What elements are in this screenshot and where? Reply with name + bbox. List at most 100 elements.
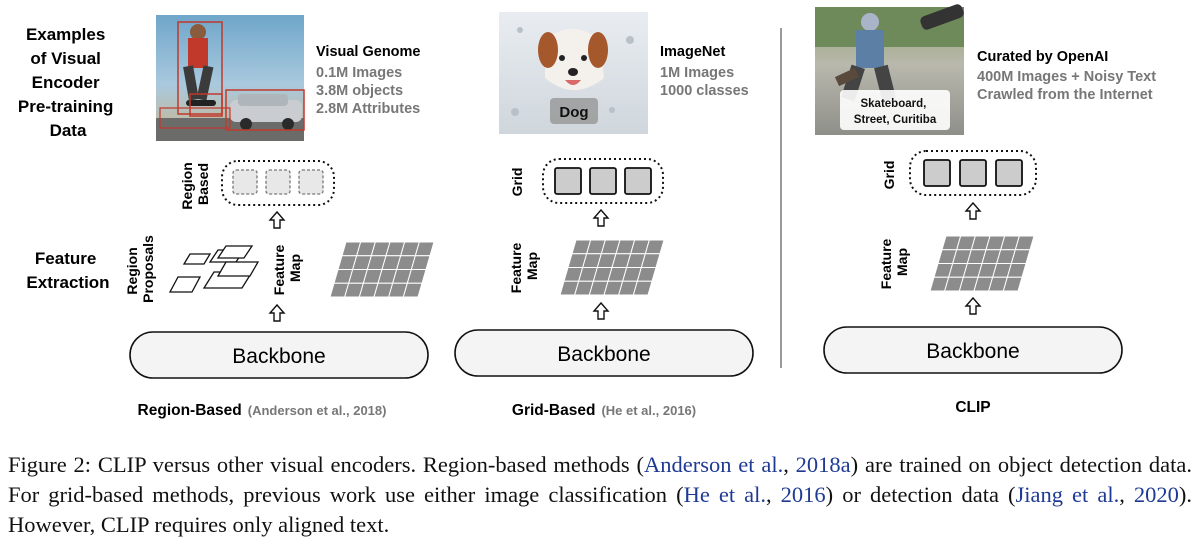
grid-dataset-title: ImageNet — [660, 44, 725, 60]
region-proposals-line: Proposals — [140, 235, 156, 303]
grid-method-cite: (He et al., 2016) — [601, 403, 696, 418]
caption-citation-link[interactable]: He et al. — [683, 482, 766, 507]
caption-text: , — [766, 482, 781, 507]
up-arrow-icon — [964, 201, 982, 220]
grid-feature-map — [559, 239, 665, 296]
feature-map-cell — [402, 282, 423, 298]
feature-extraction-line: Feature — [35, 249, 96, 268]
figure-diagram: Examples of Visual Encoder Pre-training … — [18, 4, 1160, 419]
left-heading-line: of Visual — [30, 49, 101, 68]
clip-image-tag-line: Street, Curitiba — [854, 114, 937, 126]
left-heading-line: Data — [50, 121, 87, 140]
caption-citation-link[interactable]: 2016 — [780, 482, 826, 507]
clip-image-tag-bg — [840, 90, 950, 130]
clip-column: Skateboard, Street, Curitiba Curated by … — [815, 4, 1160, 416]
grid-feature-map-line: Feature — [508, 242, 524, 293]
region-stat: 3.8M objects — [316, 83, 403, 99]
grid-stat: 1000 classes — [660, 83, 749, 99]
grid-dataset-stats: 1M Images 1000 classes — [660, 65, 749, 99]
region-feature-map-line: Map — [287, 254, 303, 282]
up-arrow-icon — [268, 210, 286, 229]
region-feature-map — [329, 241, 435, 298]
caption-text: ) or detection data ( — [825, 482, 1016, 507]
grid-feature-map-line: Map — [524, 252, 540, 280]
caption-text: Figure 2: CLIP versus other visual encod… — [8, 452, 644, 477]
region-top-label-line: Region — [179, 162, 195, 209]
clip-dataset-stats: 400M Images + Noisy Text Crawled from th… — [977, 69, 1160, 103]
caption-text: ). However, CLIP requires only aligned t… — [8, 482, 1192, 537]
region-stat: 2.8M Attributes — [316, 101, 420, 117]
figure-caption: Figure 2: CLIP versus other visual encod… — [8, 450, 1192, 540]
grid-feature-map-label: Feature Map — [508, 239, 540, 293]
left-heading-line: Encoder — [32, 73, 100, 92]
clip-dataset-title: Curated by OpenAI — [977, 49, 1108, 65]
clip-feature-map-line: Feature — [878, 238, 894, 289]
caption-text: ) are trained on object detection data. … — [8, 452, 1192, 507]
region-sample-photo — [156, 15, 305, 141]
caption-citation-link[interactable]: Jiang et al. — [1015, 482, 1120, 507]
grid-feature-cell — [589, 167, 617, 195]
grid-backbone-label: Backbone — [557, 343, 650, 366]
region-feature-cell — [298, 169, 324, 195]
clip-feature-map — [929, 235, 1035, 292]
clip-backbone-label: Backbone — [926, 340, 1019, 363]
region-dataset-stats: 0.1M Images 3.8M objects 2.8M Attributes — [316, 65, 420, 117]
grid-image-tag-bg — [550, 98, 598, 124]
grid-feature-cell — [554, 167, 582, 195]
grid-method-name: Grid-Based — [512, 402, 596, 419]
grid-backbone — [454, 329, 754, 377]
clip-feature-cell — [923, 159, 951, 187]
region-stat: 0.1M Images — [316, 65, 402, 81]
region-feature-map-label: Feature Map — [271, 241, 303, 295]
clip-stat: 400M Images + Noisy Text — [977, 69, 1156, 85]
region-top-label: Region Based — [179, 158, 211, 209]
region-proposals-label: Region Proposals — [124, 235, 156, 303]
up-arrow-icon — [592, 301, 610, 320]
region-column: Visual Genome 0.1M Images 3.8M objects 2… — [124, 15, 435, 419]
region-backbone — [129, 331, 429, 379]
region-method-cite: (Anderson et al., 2018) — [248, 403, 387, 418]
region-feature-cell — [265, 169, 291, 195]
feature-extraction-line: Extraction — [26, 273, 109, 292]
clip-feature-cell — [995, 159, 1023, 187]
region-top-label-line: Based — [195, 163, 211, 205]
caption-citation-link[interactable]: 2018a — [795, 452, 851, 477]
grid-column: Dog ImageNet 1M Images 1000 classes Grid… — [454, 12, 754, 419]
caption-citation-link[interactable]: Anderson et al. — [644, 452, 784, 477]
left-heading: Examples of Visual Encoder Pre-training … — [18, 25, 118, 140]
grid-image-tag: Dog — [559, 104, 588, 121]
caption-text: , — [1119, 482, 1134, 507]
clip-top-label: Grid — [881, 161, 897, 190]
feature-map-cell — [1002, 276, 1023, 292]
clip-feature-map-label: Feature Map — [878, 235, 910, 289]
grid-top-label: Grid — [509, 168, 525, 197]
region-backbone-label: Backbone — [232, 345, 325, 368]
region-feature-cell — [232, 169, 258, 195]
clip-stat: Crawled from the Internet — [977, 87, 1153, 103]
grid-method-label: Grid-Based (He et al., 2016) — [512, 402, 696, 419]
left-heading-line: Examples — [26, 25, 105, 44]
clip-output-box — [909, 150, 1037, 196]
region-dataset-title: Visual Genome — [316, 44, 421, 60]
clip-image-tag-line: Skateboard, — [860, 98, 926, 110]
caption-citation-link[interactable]: 2020 — [1133, 482, 1179, 507]
grid-feature-cell — [624, 167, 652, 195]
clip-sample-photo: Skateboard, Street, Curitiba — [815, 4, 964, 135]
up-arrow-icon — [592, 208, 610, 227]
clip-feature-map-line: Map — [894, 248, 910, 276]
region-feature-map-line: Feature — [271, 244, 287, 295]
clip-feature-cell — [959, 159, 987, 187]
up-arrow-icon — [268, 303, 286, 322]
grid-sample-photo: Dog — [499, 12, 648, 134]
region-output-box — [221, 160, 335, 206]
clip-image-tag: Skateboard, Street, Curitiba — [854, 98, 937, 126]
left-heading-line: Pre-training — [18, 97, 113, 116]
region-method-label: Region-Based (Anderson et al., 2018) — [138, 402, 387, 419]
region-proposal-boxes — [168, 245, 260, 293]
caption-text: , — [783, 452, 796, 477]
region-method-name: Region-Based — [138, 402, 242, 419]
region-proposals-line: Region — [124, 247, 140, 294]
clip-method-label: CLIP — [955, 399, 990, 416]
feature-map-cell — [632, 280, 653, 296]
up-arrow-icon — [964, 296, 982, 315]
